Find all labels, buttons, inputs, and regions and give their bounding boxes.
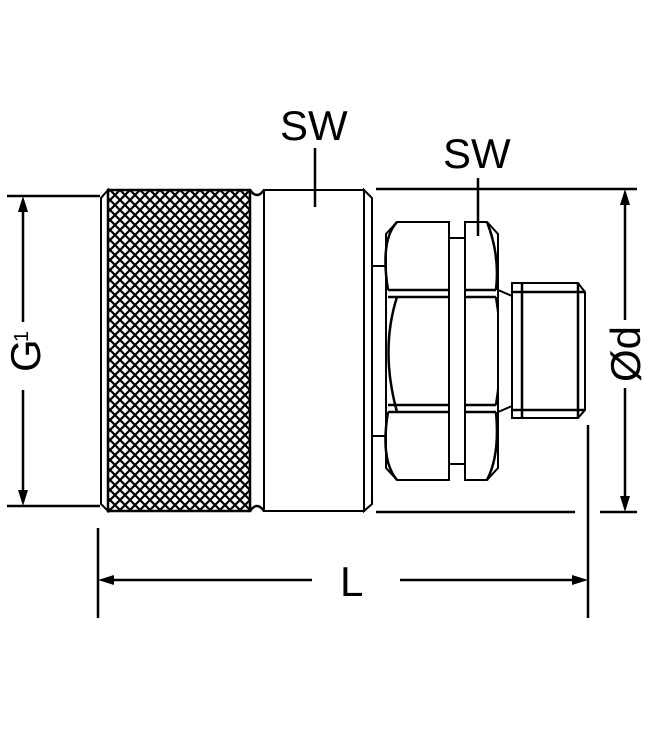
sw-label-body: SW xyxy=(280,102,348,149)
g1-label: G xyxy=(2,339,49,372)
diameter-label: Ød xyxy=(602,326,649,382)
coupling-body: SW xyxy=(100,102,373,514)
body-hex-section xyxy=(263,189,365,512)
knurled-sleeve xyxy=(106,188,252,513)
g1-subscript: 1 xyxy=(11,331,33,342)
length-dimension: L xyxy=(96,425,590,618)
hex-nipple: SW xyxy=(371,130,586,481)
g1-dimension: G 1 xyxy=(2,194,100,508)
sw-label-hex: SW xyxy=(443,130,511,177)
diameter-dimension: Ød xyxy=(376,187,649,514)
length-label: L xyxy=(340,558,363,605)
